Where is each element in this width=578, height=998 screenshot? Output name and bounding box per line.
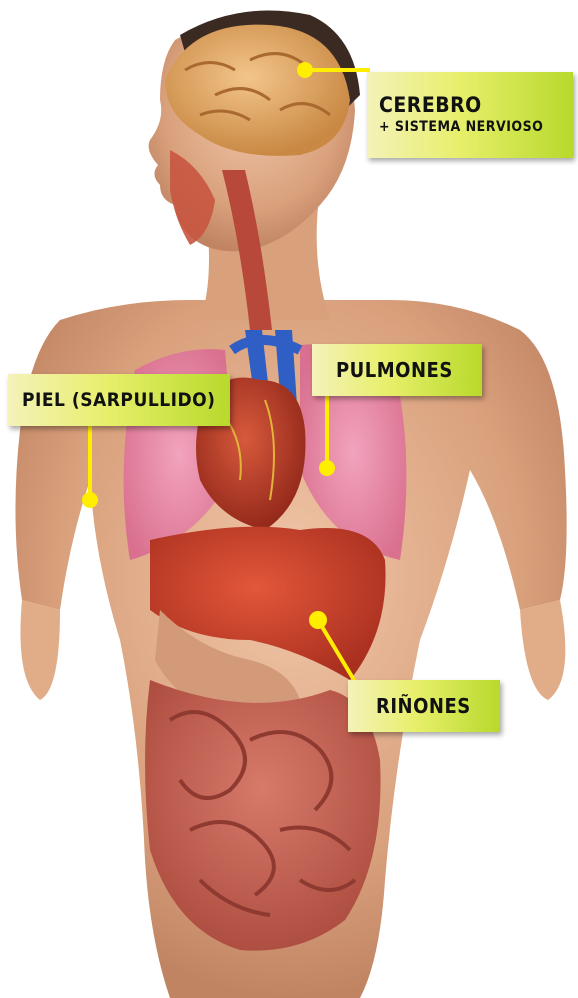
label-kidneys: RIÑONES [348, 680, 500, 732]
label-brain: CEREBRO + SISTEMA NERVIOSO [367, 72, 573, 158]
label-kidneys-text: RIÑONES [376, 695, 500, 717]
label-brain-title: CEREBRO [379, 94, 573, 117]
label-lungs: PULMONES [312, 344, 482, 396]
label-lungs-text: PULMONES [336, 359, 482, 381]
lungs-pointer-dot [319, 460, 335, 476]
label-brain-subtitle: + SISTEMA NERVIOSO [379, 120, 573, 135]
label-skin-text: PIEL (SARPULLIDO) [22, 390, 230, 411]
brain-pointer-dot [297, 62, 313, 78]
label-skin: PIEL (SARPULLIDO) [8, 374, 230, 426]
kidneys-pointer-dot [309, 611, 327, 629]
skin-pointer-dot [82, 492, 98, 508]
